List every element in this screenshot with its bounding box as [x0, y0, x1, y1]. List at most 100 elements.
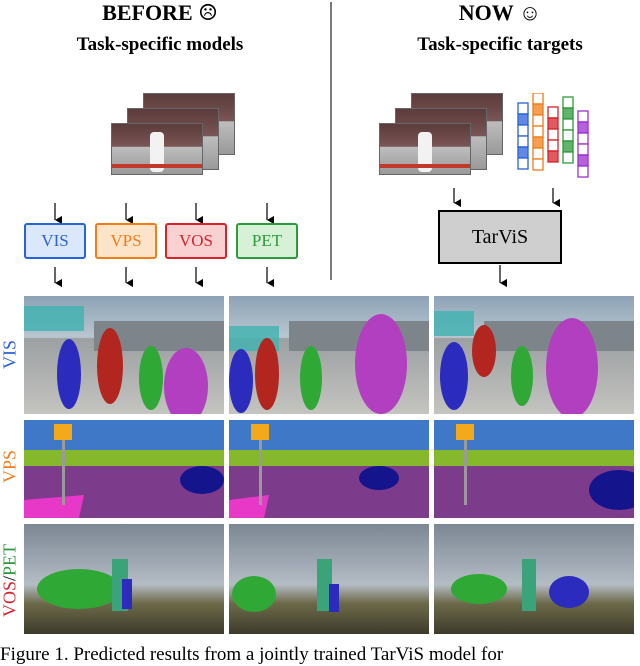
target-query-cell [547, 139, 559, 152]
pet-model-box: PET [236, 223, 298, 259]
child-mask [122, 579, 132, 609]
tarvis-model-box: TarViS [438, 210, 562, 264]
task-target-queries [517, 93, 589, 178]
child-mask [549, 576, 589, 608]
row-label-vos-pet: VOS/PET [0, 543, 20, 618]
vis-scene [24, 306, 224, 414]
mat-stripe [112, 164, 202, 168]
vps-result-now-b [434, 420, 634, 518]
pole-segment [464, 430, 467, 505]
vis-result-now-a [229, 296, 429, 414]
vps-result-now-a [229, 420, 429, 518]
traffic-sign-segment [456, 424, 474, 440]
target-query-cell [577, 165, 589, 178]
target-query-cell [577, 121, 589, 134]
before-title: BEFORE ☹ [102, 0, 218, 25]
vegetation-segment [229, 450, 429, 468]
person-mask [317, 559, 332, 611]
vos-model-box: VOS [165, 223, 227, 259]
vos-pet-result-before [24, 524, 224, 634]
dog-mask [37, 569, 121, 609]
sidewalk-segment [24, 495, 84, 518]
vps-result-before [24, 420, 224, 518]
person-mask-green [300, 346, 322, 410]
row-label-vps: VPS [0, 449, 20, 484]
target-query-cell [547, 150, 559, 163]
field-scene [232, 559, 339, 612]
vis-model-box: VIS [24, 223, 86, 259]
vegetation-segment [24, 450, 224, 468]
person-mask-blue [229, 349, 253, 413]
airplane-tail [434, 311, 474, 336]
figure-caption: Figure 1. Predicted results from a joint… [0, 644, 504, 665]
car-segment [180, 466, 224, 494]
vps-scene [434, 424, 634, 518]
person-mask-green [511, 346, 533, 406]
now-title: NOW ☺ [458, 0, 542, 25]
target-query-cell [517, 124, 529, 137]
target-query-cell [577, 154, 589, 167]
person-mask-red [472, 325, 496, 377]
target-query-column [562, 96, 574, 164]
vegetation-segment [434, 450, 634, 468]
dog-mask [451, 574, 507, 604]
vis-scene [229, 314, 429, 414]
car-segment [589, 470, 634, 510]
pole-segment [62, 430, 65, 505]
person-mask [522, 559, 536, 611]
target-query-cell [562, 96, 574, 109]
target-query-cell [532, 103, 544, 116]
person-mask-purple [164, 348, 208, 414]
child-mask [329, 584, 339, 612]
target-query-cell [532, 125, 544, 138]
judoka-figure [418, 132, 432, 172]
person-mask-red [97, 328, 123, 404]
vps-scene [229, 424, 429, 518]
video-frame [111, 123, 203, 175]
target-query-cell [547, 128, 559, 141]
target-query-column [547, 106, 559, 163]
field-scene [451, 559, 589, 611]
target-query-column [577, 110, 589, 178]
target-query-cell [547, 106, 559, 119]
dog-mask [232, 576, 276, 612]
vos-model-label: VOS [178, 231, 213, 250]
vps-model-label: VPS [110, 231, 142, 250]
target-query-cell [517, 157, 529, 170]
right-arrows [453, 188, 561, 288]
target-query-cell [532, 158, 544, 171]
target-query-cell [517, 146, 529, 159]
target-query-cell [562, 107, 574, 120]
target-query-cell [562, 118, 574, 131]
target-query-cell [577, 110, 589, 123]
target-query-cell [532, 93, 544, 105]
vis-scene [434, 311, 634, 414]
target-query-cell [577, 132, 589, 145]
target-query-column [532, 93, 544, 171]
person-mask-red [255, 338, 279, 410]
target-query-cell [577, 143, 589, 156]
target-query-cell [532, 136, 544, 149]
airplane-tail [24, 306, 84, 331]
vps-model-box: VPS [95, 223, 157, 259]
car-segment [359, 466, 399, 490]
judoka-figure [150, 132, 164, 172]
vis-result-now-b [434, 296, 634, 414]
video-frame [379, 123, 471, 175]
target-query-column [517, 102, 529, 170]
section-divider [330, 2, 332, 280]
person-mask-purple [355, 314, 407, 414]
person-mask-green [139, 346, 163, 410]
person-mask-blue [57, 339, 81, 409]
target-query-cell [517, 102, 529, 115]
mat-stripe [380, 164, 470, 168]
pole-segment [259, 430, 262, 505]
target-query-cell [517, 135, 529, 148]
before-subtitle: Task-specific models [76, 34, 244, 55]
tarvis-model-label: TarViS [471, 225, 529, 248]
left-arrows [54, 203, 275, 288]
target-query-cell [547, 117, 559, 130]
target-query-cell [562, 140, 574, 153]
target-query-cell [517, 113, 529, 126]
vis-result-before [24, 296, 224, 414]
